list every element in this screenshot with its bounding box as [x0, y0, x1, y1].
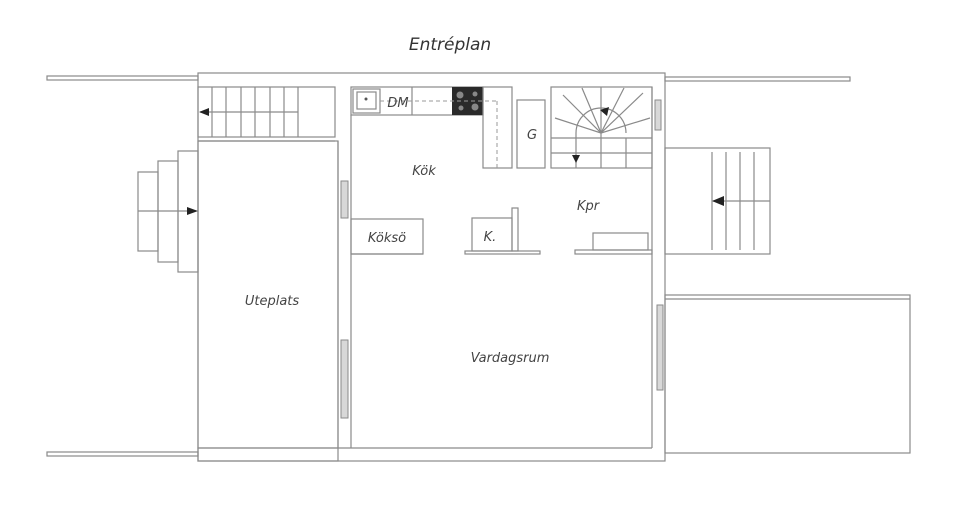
hall-bench — [574, 232, 653, 255]
label-dishwasher: DM — [387, 96, 408, 111]
label-cupboard: K. — [484, 230, 497, 245]
terrace-right — [664, 294, 911, 454]
label-living-room: Vardagsrum — [471, 351, 550, 366]
stair-right — [664, 147, 771, 255]
label-island: Köksö — [368, 231, 406, 246]
window — [654, 99, 662, 131]
arrow-left-icon — [712, 196, 724, 206]
interior-wall-east — [651, 87, 664, 448]
patio-area: Uteplats — [197, 140, 339, 449]
label-kitchen: Kök — [412, 164, 436, 179]
stair-top-left — [197, 86, 336, 142]
arrow-down-icon — [572, 155, 580, 163]
stair-left-steps — [137, 150, 199, 273]
interior-wall-west — [337, 115, 352, 448]
plan-title: Entréplan — [409, 35, 491, 55]
label-hall: Kpr — [577, 199, 601, 214]
kitchen-counter: DM — [350, 86, 513, 169]
kitchen-island: Köksö — [350, 218, 424, 255]
arrow-right-icon — [187, 207, 198, 215]
arrow-icon — [600, 107, 609, 116]
spiral-stair — [550, 86, 653, 169]
window — [340, 339, 349, 419]
window — [656, 304, 664, 391]
living-room: Vardagsrum — [351, 253, 550, 366]
label-patio: Uteplats — [245, 294, 300, 309]
closet: G — [516, 99, 546, 169]
cupboard: K. — [464, 207, 541, 255]
window — [340, 180, 349, 219]
fence-lines — [46, 75, 851, 457]
arrow-left-icon — [199, 108, 209, 116]
label-closet: G — [527, 128, 537, 143]
